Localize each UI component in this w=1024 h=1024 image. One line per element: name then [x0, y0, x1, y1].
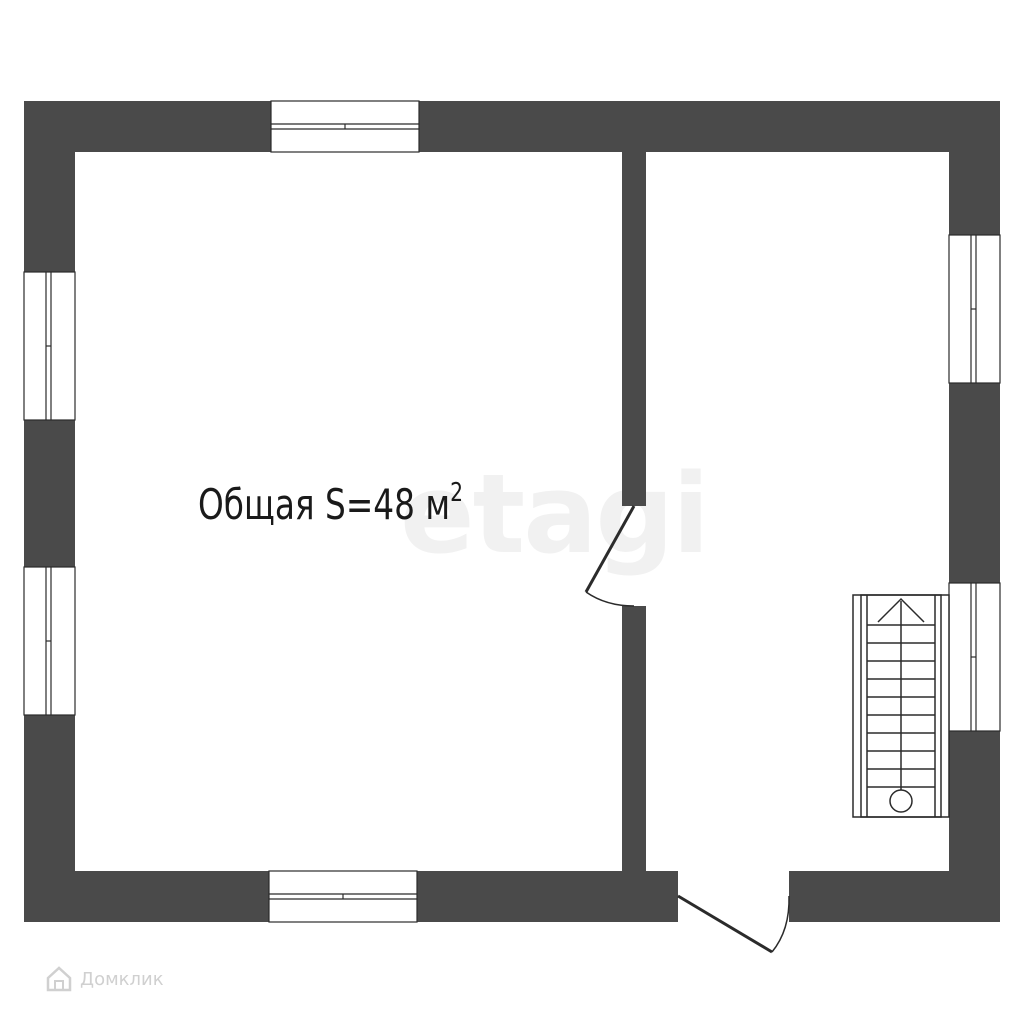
stair-start-icon	[889, 789, 913, 813]
door-interior	[584, 505, 636, 607]
area-label-text: Общая S=48 м	[198, 480, 451, 529]
window-bottom	[268, 870, 418, 923]
area-label: Общая S=48 м2	[198, 478, 463, 529]
stair-arrow-icon	[877, 597, 925, 623]
wall-right	[949, 101, 1000, 922]
staircase	[852, 594, 950, 818]
window-right-upper	[948, 234, 1001, 384]
brand-logo: Домклик	[44, 964, 164, 994]
brand-name: Домклик	[80, 968, 164, 990]
window-left-upper	[23, 271, 76, 421]
area-unit-sup: 2	[450, 478, 464, 508]
window-right-lower	[948, 582, 1001, 732]
wall-top	[24, 101, 1000, 152]
windows	[23, 100, 1001, 923]
wall-left	[24, 101, 75, 922]
window-top	[270, 100, 420, 153]
door-entrance	[677, 894, 790, 954]
house-icon	[46, 966, 72, 992]
wall-bottom-right	[789, 871, 1000, 922]
doors	[584, 505, 790, 954]
partition-upper	[622, 152, 646, 506]
partition-lower	[622, 606, 646, 871]
watermark: etagi	[400, 450, 710, 578]
window-left-lower	[23, 566, 76, 716]
